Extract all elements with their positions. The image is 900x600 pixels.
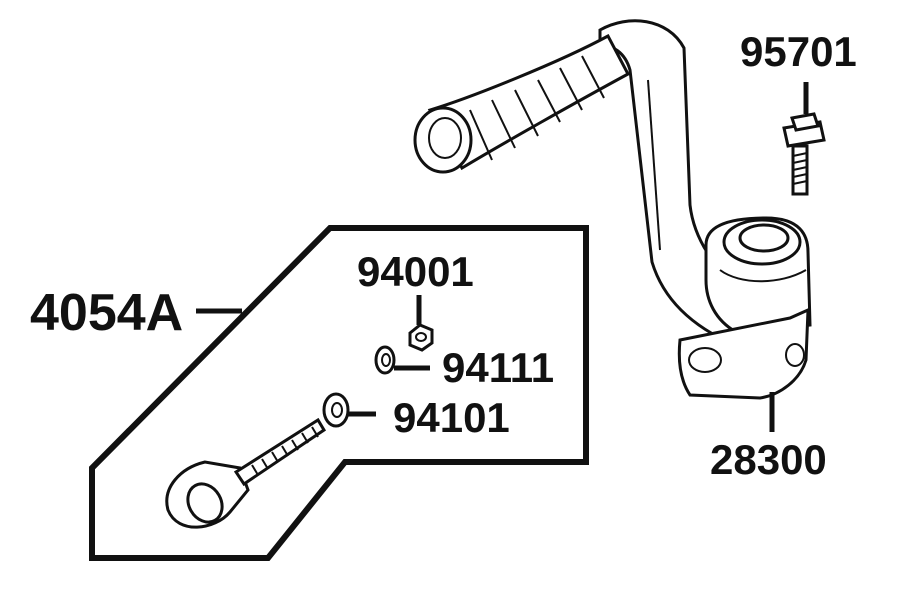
- bolt-95701: [782, 112, 826, 196]
- callout-4054a: 4054A: [30, 284, 183, 342]
- kickstarter-lever: [413, 19, 812, 400]
- nut-94001: [408, 323, 434, 352]
- callout-94101: 94101: [393, 394, 510, 441]
- kit-outline: [89, 225, 589, 561]
- adjuster-eyebolt: [165, 417, 327, 529]
- callout-28300: 28300: [710, 436, 827, 483]
- callout-94111: 94111: [442, 344, 554, 391]
- leader-lines: [196, 82, 809, 432]
- washer-94111: [374, 345, 396, 375]
- callout-95701: 95701: [740, 28, 857, 75]
- callout-94001: 94001: [357, 248, 474, 295]
- washer-94101: [322, 392, 350, 428]
